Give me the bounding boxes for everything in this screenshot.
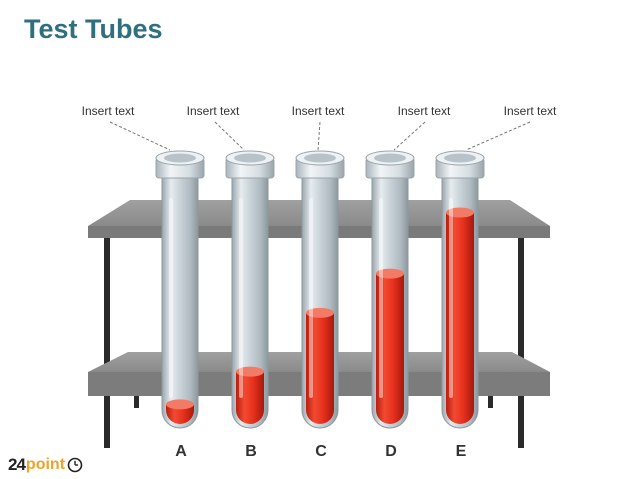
rack-leg-back-left <box>104 236 110 448</box>
callout-label-e: Insert text <box>503 104 557 118</box>
liquid-a <box>166 404 194 424</box>
tube-label-a: A <box>175 443 187 460</box>
brand-logo: 24 point <box>8 454 83 476</box>
liquid-c <box>306 312 334 424</box>
page-title: Test Tubes <box>24 14 163 44</box>
callout-label-b: Insert text <box>186 104 240 118</box>
liquid-e <box>446 212 474 424</box>
tube-label-d: D <box>385 443 397 460</box>
brand-word: point <box>25 456 66 473</box>
rack-leg-back-right <box>518 236 524 448</box>
tube-label-b: B <box>245 443 257 460</box>
callout-leader-lines <box>109 121 531 151</box>
callout-label-d: Insert text <box>397 104 451 118</box>
test-tube-d <box>365 150 415 429</box>
test-tube-b <box>225 150 275 429</box>
liquid-b <box>236 371 264 424</box>
tube-label-e: E <box>455 443 467 460</box>
test-tube-e <box>435 150 485 429</box>
tube-label-c: C <box>315 443 327 460</box>
callout-label-a: Insert text <box>81 104 135 118</box>
test-tube-c <box>295 150 345 429</box>
brand-number: 24 <box>8 455 26 474</box>
rack-foot-front-right <box>488 392 493 408</box>
test-tube-a <box>155 150 205 429</box>
callout-label-c: Insert text <box>291 104 345 118</box>
liquid-d <box>376 273 404 424</box>
rack-foot-front-left <box>134 392 139 408</box>
tubes-layer <box>155 150 485 429</box>
clock-icon <box>67 457 83 473</box>
